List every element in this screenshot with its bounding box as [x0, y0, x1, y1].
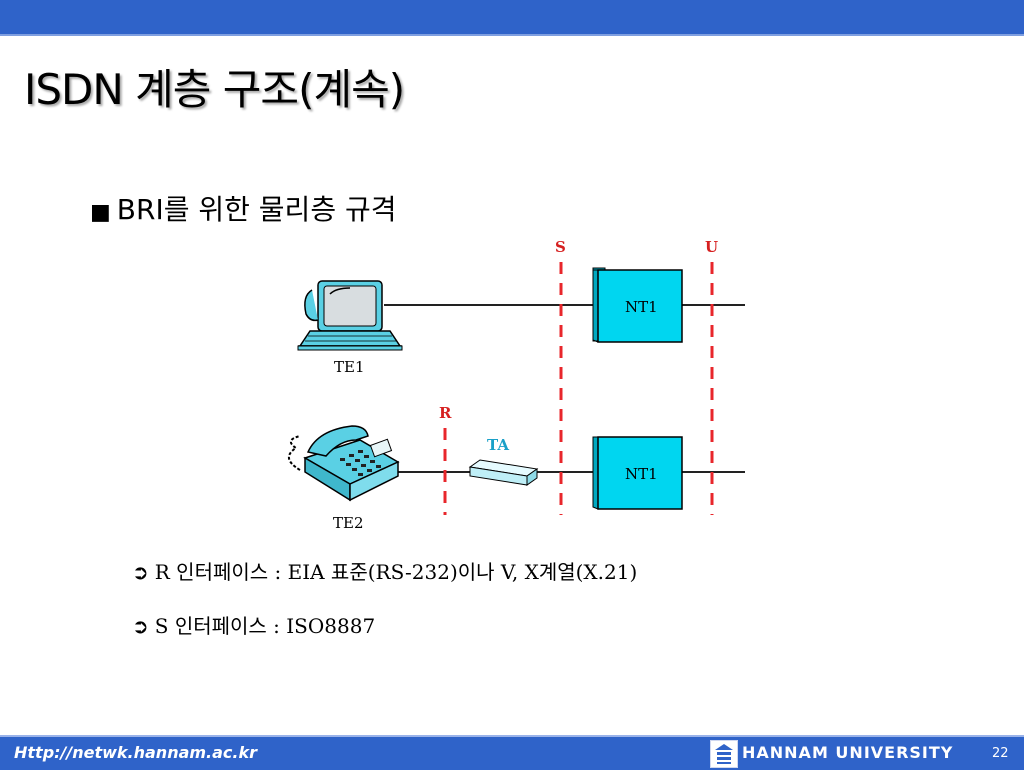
computer-terminal-icon [297, 280, 403, 351]
nt1-top-label: NT1 [625, 298, 658, 316]
nt1-bottom-box: NT1 [592, 436, 683, 510]
te2-label: TE2 [333, 514, 364, 532]
ref-label-u: U [705, 238, 718, 256]
hannam-logo-icon [710, 740, 738, 768]
nt1-bottom-label: NT1 [625, 465, 658, 483]
bullet-s-interface: ➲S 인터페이스 : ISO8887 [132, 610, 637, 664]
arrow-bullet-icon: ➲ [132, 560, 149, 584]
nt1-top-box: NT1 [592, 267, 683, 343]
te1-label: TE1 [334, 358, 365, 376]
bullet-r-text: R 인터페이스 : EIA 표준(RS-232)이나 V, X계열(X.21) [154, 560, 638, 584]
ta-device [468, 459, 539, 486]
footer-bar: Http://netwk.hannam.ac.kr HANNAM UNIVERS… [0, 735, 1024, 770]
page-number: 22 [992, 746, 1009, 761]
telephone-icon [288, 425, 400, 502]
arrow-bullet-icon: ➲ [132, 614, 149, 638]
slide-title: ISDN 계층 구조(계속) [24, 65, 405, 114]
subtitle-text: BRI를 위한 물리층 규격 [116, 193, 397, 226]
top-bar [0, 0, 1024, 36]
bullet-list: ➲R 인터페이스 : EIA 표준(RS-232)이나 V, X계열(X.21)… [132, 556, 637, 664]
ref-label-r: R [439, 404, 452, 422]
bullet-s-text: S 인터페이스 : ISO8887 [154, 614, 376, 638]
university-name: HANNAM UNIVERSITY [742, 743, 954, 762]
footer-url-link[interactable]: Http://netwk.hannam.ac.kr [14, 743, 258, 762]
square-bullet-icon: ■ [90, 200, 111, 225]
ta-label: TA [487, 436, 509, 454]
bullet-r-interface: ➲R 인터페이스 : EIA 표준(RS-232)이나 V, X계열(X.21) [132, 556, 637, 610]
slide-subtitle: ■BRI를 위한 물리층 규격 [90, 188, 397, 228]
ref-label-s: S [555, 238, 566, 256]
